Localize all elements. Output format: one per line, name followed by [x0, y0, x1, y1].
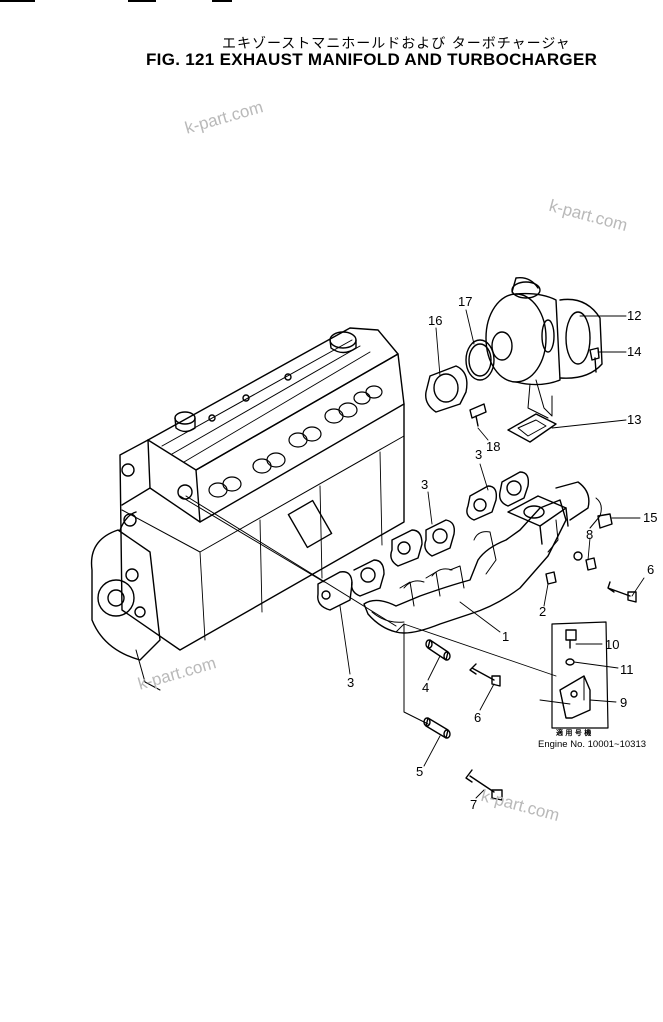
- callout-3-c: 3: [347, 675, 355, 690]
- figure-title: FIG. 121 EXHAUST MANIFOLD AND TURBOCHARG…: [146, 50, 598, 69]
- sleeves: [403, 623, 451, 739]
- callout-16: 16: [428, 313, 443, 328]
- top-rule-3: [212, 0, 232, 2]
- callout-6-b: 6: [474, 710, 482, 725]
- manifold-gaskets: [317, 471, 530, 611]
- leader-lines: [339, 309, 645, 799]
- callout-3-b: 3: [421, 477, 429, 492]
- callout-10: 10: [605, 637, 620, 652]
- callout-3-a: 3: [475, 447, 483, 462]
- callout-13: 13: [627, 412, 642, 427]
- top-rule-1: [0, 0, 35, 2]
- turbocharger: [485, 277, 603, 419]
- exhaust-manifold: [363, 481, 602, 634]
- callout-5: 5: [416, 764, 424, 779]
- callout-6-a: 6: [647, 562, 655, 577]
- title-japanese: エキゾーストマニホールドおよび ターボチャージャ: [222, 36, 571, 52]
- callout-12: 12: [627, 308, 642, 323]
- callout-14: 14: [627, 344, 642, 359]
- callout-1: 1: [502, 629, 510, 644]
- callout-11: 11: [620, 662, 634, 677]
- callout-18: 18: [486, 439, 501, 454]
- callout-8: 8: [586, 527, 594, 542]
- applicability-japanese: 適 用 号 機: [556, 729, 592, 737]
- bracket-inset: [551, 621, 609, 729]
- callout-15: 15: [643, 510, 658, 525]
- bolts: [465, 347, 637, 801]
- turbo-gasket: [507, 413, 557, 443]
- callout-7: 7: [470, 797, 478, 812]
- callout-17: 17: [458, 294, 473, 309]
- top-rule-2: [128, 0, 156, 2]
- callout-9: 9: [620, 695, 628, 710]
- elbow-and-seal: [425, 339, 495, 413]
- callout-2: 2: [539, 604, 547, 619]
- engine-block: [90, 327, 405, 691]
- callout-4: 4: [422, 680, 430, 695]
- applicability-serial: Engine No. 10001~10313: [538, 739, 647, 750]
